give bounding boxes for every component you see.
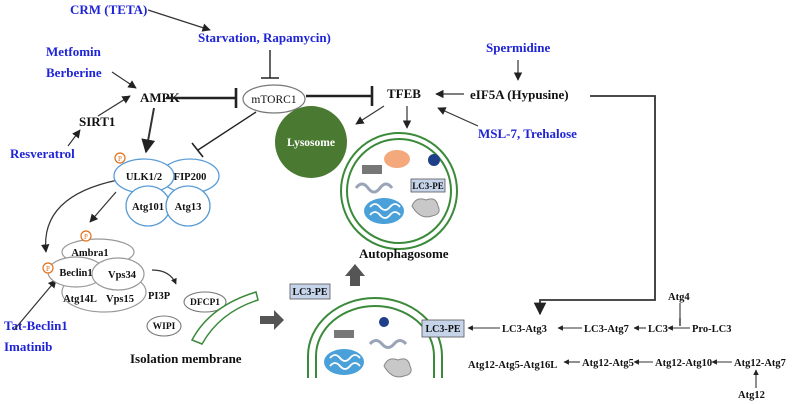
fip200-label: FIP200: [174, 172, 207, 183]
ambra1-label: Ambra1: [71, 248, 108, 259]
atg14l-label: Atg14L: [63, 294, 97, 305]
metformin-label: Metfomin: [46, 44, 102, 59]
phospho-label: P: [84, 233, 88, 241]
starvation-label: Starvation, Rapamycin): [198, 30, 331, 45]
ampk-label: AMPK: [140, 90, 181, 105]
lysosome: [275, 106, 347, 178]
inhibition-lines: [166, 50, 374, 158]
dfcp1-label: DFCP1: [190, 298, 220, 308]
phagophore: [307, 297, 443, 378]
atg101-label: Atg101: [132, 202, 164, 213]
mtorc1-node: [242, 84, 306, 114]
autophagosome: [340, 132, 458, 250]
phospho-marker: [42, 262, 54, 274]
dfcp1-node: [183, 291, 227, 313]
lc3pe-label: LC3-PE: [412, 181, 444, 191]
pro-lc3-label: Pro-LC3: [692, 324, 731, 335]
eif5a-label: eIF5A (Hypusine): [470, 87, 569, 102]
imatinib-label: Imatinib: [4, 339, 52, 354]
autophagosome-label: Autophagosome: [359, 246, 449, 261]
atg12-7-label: Atg12-Atg7: [734, 358, 786, 369]
spermidine-label: Spermidine: [486, 40, 551, 55]
progress-arrow: [345, 264, 365, 286]
lc3pe-badge: [410, 178, 446, 193]
atg4-label: Atg4: [668, 292, 690, 303]
sirt1-label: SIRT1: [79, 114, 115, 129]
lc3pe-label: LC3-PE: [293, 287, 328, 298]
beclin1-label: Beclin1: [59, 268, 92, 279]
pi3k-complex: Ambra1 Beclin1 Vps34 Atg14L Vps15 P P: [42, 230, 147, 313]
pi3p-label: PI3P: [148, 291, 171, 302]
tat-beclin-label: Tat-Beclin1: [4, 318, 68, 333]
wipi-node: [146, 315, 182, 337]
activation-arrows: [13, 9, 656, 331]
ulk12-label: ULK1/2: [126, 172, 162, 183]
ulk-complex: ULK1/2 FIP200 Atg101 Atg13 P: [113, 152, 220, 227]
berberine-label: Berberine: [46, 65, 102, 80]
lc3-atg7-label: LC3-Atg7: [584, 324, 629, 335]
isolation-membrane-shape: [190, 291, 259, 345]
lc3-label: LC3: [648, 324, 668, 335]
phospho-marker: [80, 230, 92, 242]
isolation-membrane-label: Isolation membrane: [130, 351, 242, 366]
lc3-atg3-label: LC3-Atg3: [502, 324, 547, 335]
crm-label: CRM (TETA): [70, 2, 147, 17]
atg12-5-label: Atg12-Atg5: [582, 358, 634, 369]
atg12-label: Atg12: [738, 390, 765, 401]
atg12-5-16-label: Atg12-Atg5-Atg16L: [468, 360, 557, 371]
wipi-label: WIPI: [153, 322, 176, 332]
phospho-marker: [114, 152, 126, 164]
lc3pe-badge: [289, 283, 331, 300]
vps34-label: Vps34: [108, 270, 137, 281]
progress-arrow: [260, 310, 284, 330]
pathway-arrows: [467, 303, 759, 388]
atg12-10-label: Atg12-Atg10: [655, 358, 712, 369]
lc3pe-badge: [421, 319, 465, 338]
mtorc1-label: mTORC1: [251, 94, 296, 106]
resveratrol-label: Resveratrol: [10, 146, 75, 161]
vps15-label: Vps15: [106, 294, 134, 305]
atg13-label: Atg13: [175, 202, 202, 213]
msl7-label: MSL-7, Trehalose: [478, 126, 577, 141]
lysosome-label: Lysosome: [287, 137, 335, 149]
phospho-label: P: [118, 155, 122, 163]
tfeb-label: TFEB: [387, 86, 421, 101]
phospho-label: P: [46, 265, 50, 273]
lc3pe-label: LC3-PE: [426, 324, 461, 335]
